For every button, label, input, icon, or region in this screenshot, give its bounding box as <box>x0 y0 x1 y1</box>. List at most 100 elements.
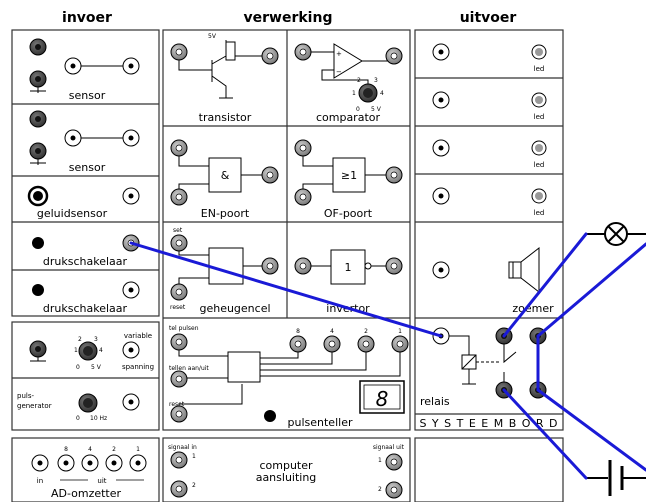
ad-input[interactable] <box>31 454 49 472</box>
signal-out-1[interactable] <box>385 453 403 471</box>
memory-output[interactable] <box>261 257 279 275</box>
sound-sensor-microphone[interactable] <box>27 185 49 207</box>
comparator-minus: − <box>336 68 342 76</box>
sensor-1-label: sensor <box>69 89 106 102</box>
variable-dial-tick-2: 2 <box>78 336 82 343</box>
pulse-generator-output[interactable] <box>122 393 140 411</box>
counter-out-2[interactable] <box>357 335 375 353</box>
counter-reset-input[interactable] <box>170 405 188 423</box>
sensor-2-out-a[interactable] <box>64 129 82 147</box>
external-lamp-icon <box>586 222 646 246</box>
ad-out-1[interactable] <box>129 454 147 472</box>
variable-voltage-ground-socket[interactable] <box>29 340 47 358</box>
led-2-lamp-icon <box>531 92 547 108</box>
signal-in-1[interactable] <box>170 451 188 469</box>
led-4-lamp-icon <box>531 188 547 204</box>
board-name: S Y S T E E M B O R D <box>419 417 558 430</box>
and-gate-output[interactable] <box>261 166 279 184</box>
signal-out-1-number: 1 <box>378 457 382 464</box>
inverter-output[interactable] <box>385 257 403 275</box>
counter-bit-8: 8 <box>296 328 300 335</box>
sensor-2-socket-bottom[interactable] <box>29 142 47 160</box>
or-gate-input-b[interactable] <box>294 188 312 206</box>
led-2-label: led <box>534 113 545 121</box>
computer-label-2: aansluiting <box>256 471 317 484</box>
transistor-input[interactable] <box>170 43 188 61</box>
transistor-supply-label: 5V <box>208 33 217 40</box>
comparator-dial-tick-3: 3 <box>374 77 378 84</box>
ad-out-8[interactable] <box>57 454 75 472</box>
pulse-generator-label-1: puls- <box>17 392 34 400</box>
counter-reset-button[interactable] <box>264 410 276 422</box>
memory-set-label: set <box>173 227 183 234</box>
counter-out-1[interactable] <box>391 335 409 353</box>
signal-in-2[interactable] <box>170 480 188 498</box>
or-gate-input-a[interactable] <box>294 139 312 157</box>
transistor-output[interactable] <box>261 47 279 65</box>
variable-voltage-label-2: spanning <box>122 363 154 371</box>
counter-enable-input[interactable] <box>170 370 188 388</box>
sensor-1-out-b[interactable] <box>122 57 140 75</box>
led-1-lamp-icon <box>531 44 547 60</box>
computer-label-1: computer <box>259 459 313 472</box>
pulse-generator-dial[interactable] <box>78 393 98 413</box>
comparator-input[interactable] <box>294 43 312 61</box>
push-button-2-output[interactable] <box>122 281 140 299</box>
counter-count-input[interactable] <box>170 333 188 351</box>
buzzer-label: zoemer <box>512 302 554 315</box>
variable-dial-tick-4: 4 <box>99 347 103 354</box>
variable-voltage-dial[interactable] <box>78 341 98 361</box>
computer-panel <box>162 437 411 502</box>
comparator-dial[interactable] <box>358 83 378 103</box>
wire-relay-to-lamp-right <box>536 242 646 338</box>
and-gate-input-a[interactable] <box>170 139 188 157</box>
transistor-label: transistor <box>199 111 252 124</box>
ad-converter-panel <box>11 437 160 502</box>
variable-dial-tick-3: 3 <box>94 336 98 343</box>
wire-relay-to-battery-right <box>536 388 646 472</box>
comparator-dial-min: 0 <box>356 106 360 113</box>
sensor-2-out-b[interactable] <box>122 129 140 147</box>
led-2-input[interactable] <box>432 91 450 109</box>
push-button-2-label: drukschakelaar <box>43 302 128 315</box>
led-4-input[interactable] <box>432 187 450 205</box>
signal-out-2[interactable] <box>385 481 403 499</box>
memory-reset-label: reset <box>170 304 186 311</box>
memory-set-input[interactable] <box>170 234 188 252</box>
push-button-2[interactable] <box>32 284 44 296</box>
counter-count-label: tel pulsen <box>169 325 199 332</box>
or-gate-output[interactable] <box>385 166 403 184</box>
push-button-1[interactable] <box>32 237 44 249</box>
memory-reset-input[interactable] <box>170 283 188 301</box>
header-processing: verwerking <box>244 10 333 26</box>
buzzer-input[interactable] <box>432 261 450 279</box>
variable-voltage-output[interactable] <box>122 341 140 359</box>
sensor-2-socket-top[interactable] <box>29 110 47 128</box>
comparator-output[interactable] <box>385 47 403 65</box>
signal-in-label: signaal in <box>168 444 197 451</box>
pulse-dial-max: 10 Hz <box>90 415 107 422</box>
signal-in-1-number: 1 <box>192 453 196 460</box>
ad-out-4[interactable] <box>81 454 99 472</box>
counter-bit-1: 1 <box>398 328 402 335</box>
led-4-label: led <box>534 209 545 217</box>
sensor-1-socket-bottom[interactable] <box>29 70 47 88</box>
and-gate-input-b[interactable] <box>170 188 188 206</box>
led-2: led <box>432 91 547 121</box>
counter-out-8[interactable] <box>289 335 307 353</box>
signal-out-label: signaal uit <box>373 444 405 451</box>
led-3-input[interactable] <box>432 139 450 157</box>
sound-sensor-output[interactable] <box>122 187 140 205</box>
led-1-input[interactable] <box>432 43 450 61</box>
header-output: uitvoer <box>460 10 517 26</box>
analog-input-panel <box>11 321 160 431</box>
sensor-1-out-a[interactable] <box>64 57 82 75</box>
counter-out-4[interactable] <box>323 335 341 353</box>
counter-bit-4: 4 <box>330 328 334 335</box>
comparator-dial-tick-4: 4 <box>380 90 384 97</box>
inverter-input[interactable] <box>294 257 312 275</box>
sensor-1-socket-top[interactable] <box>29 38 47 56</box>
ad-out-2[interactable] <box>105 454 123 472</box>
led-1: led <box>432 43 547 73</box>
led-3-label: led <box>534 161 545 169</box>
